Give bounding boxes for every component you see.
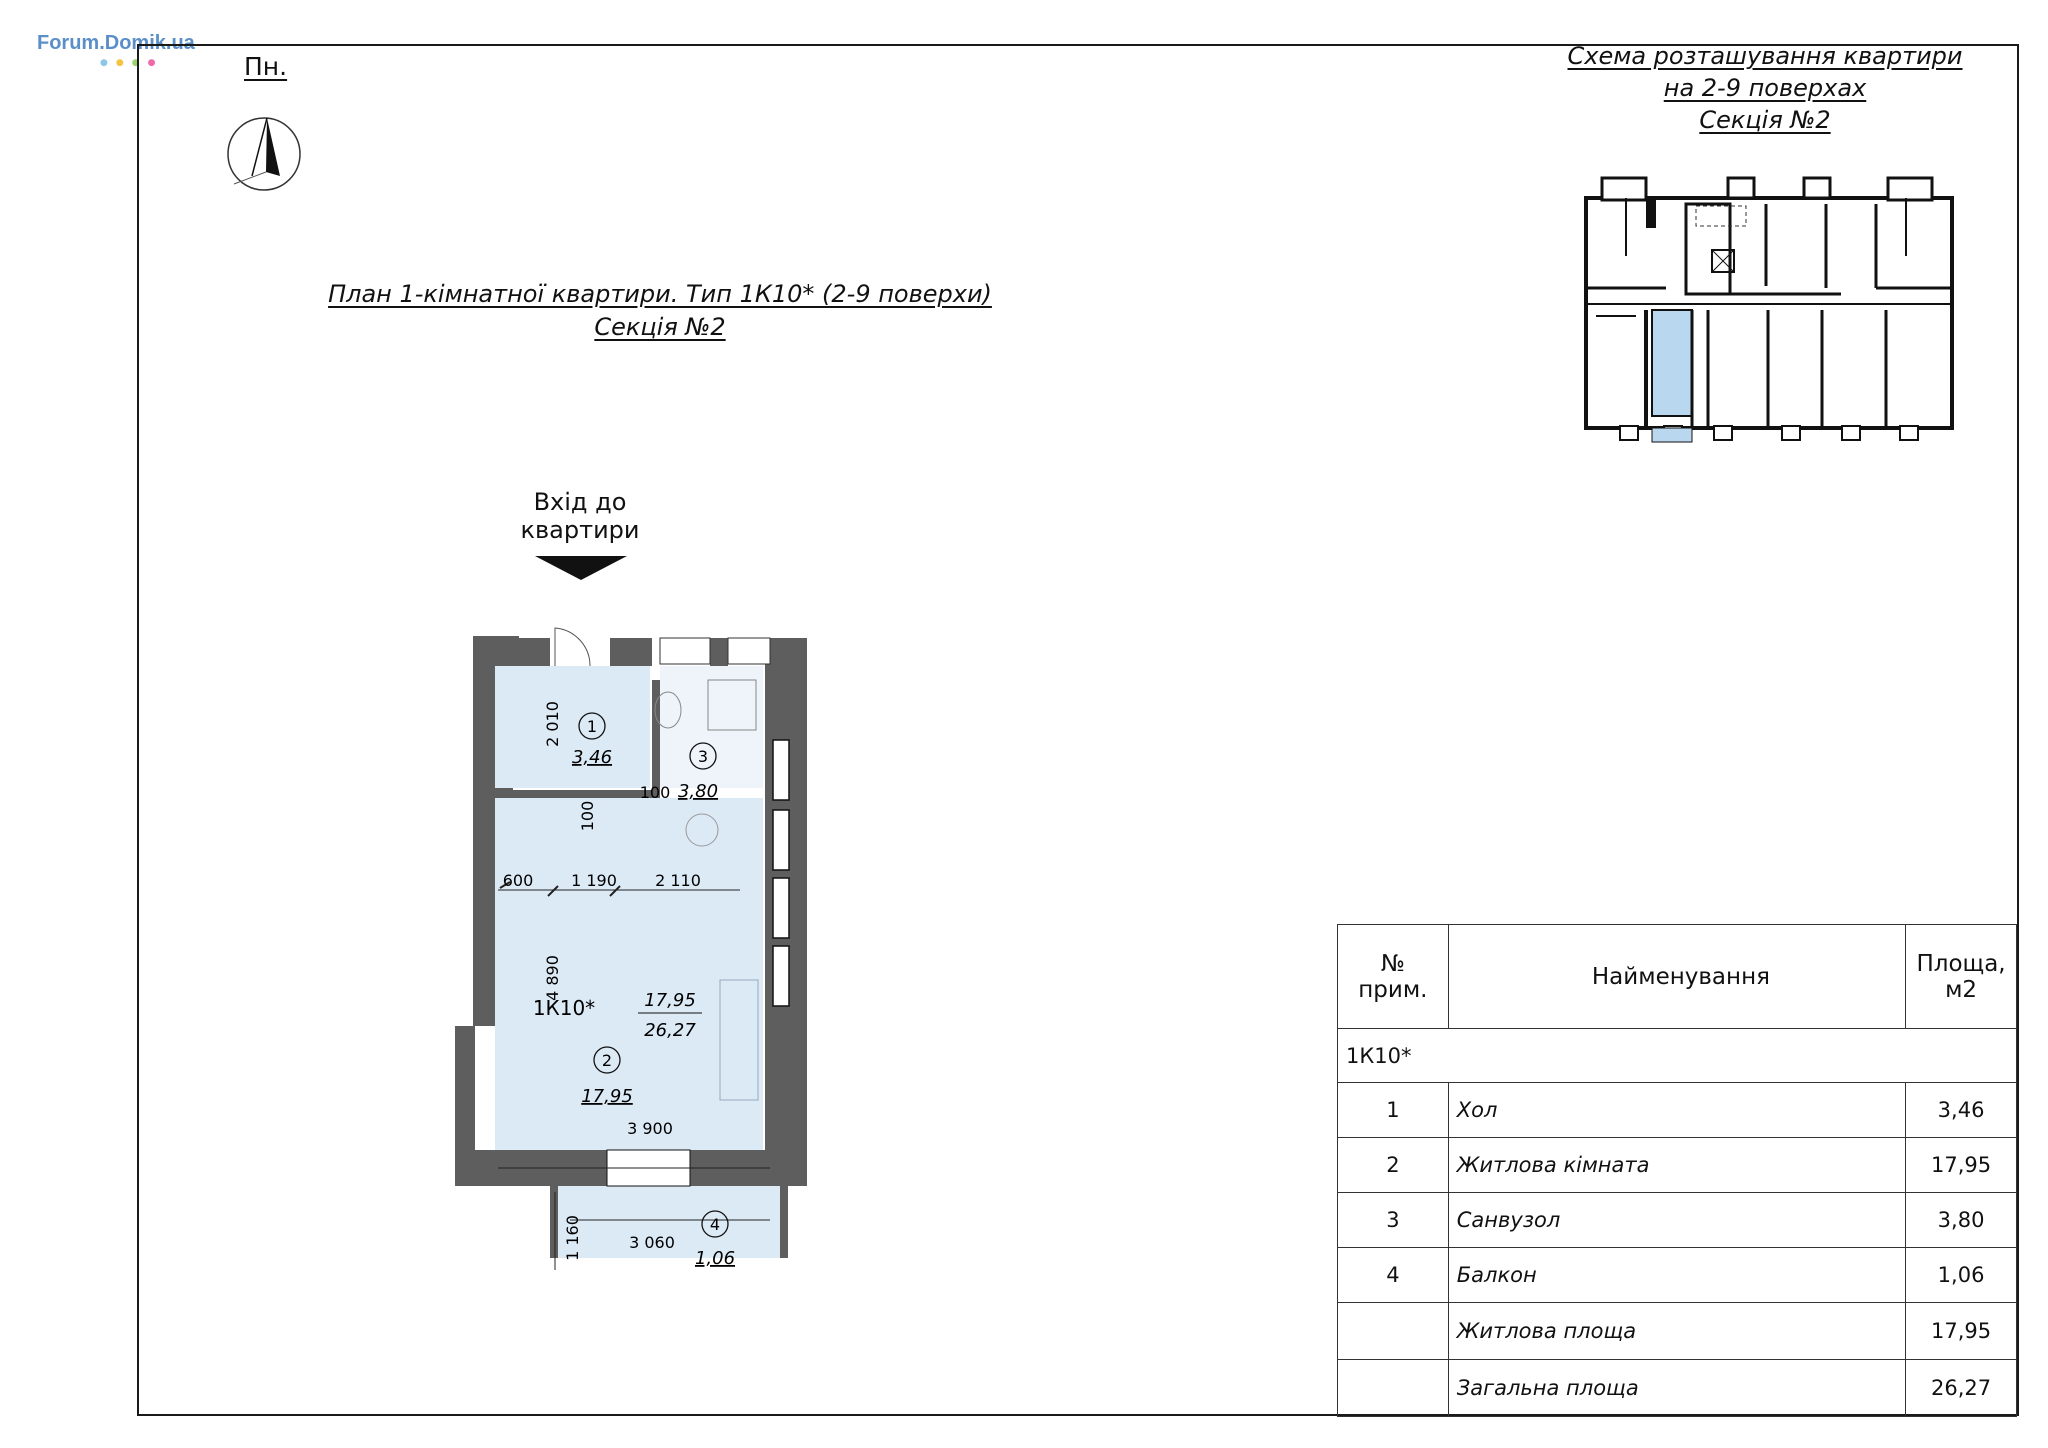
room-3-number: 3 — [698, 747, 708, 766]
room-4-number: 4 — [710, 1215, 720, 1234]
table-group-row: 1К10* — [1337, 1028, 2017, 1083]
room-2-number: 2 — [602, 1051, 612, 1070]
apartment-type-label: 1К10* — [533, 996, 595, 1020]
plan-title-1: План 1-кімнатної квартири. Тип 1К10* (2-… — [328, 280, 992, 308]
apartment-plan: 1 3 2 4 3,46 3,80 17,95 1,06 1К10* 17,95… — [455, 627, 807, 1270]
watermark: Forum.Domik.ua — [37, 32, 195, 54]
room-2-area: 17,95 — [581, 1086, 633, 1107]
floor-scheme — [1584, 176, 1954, 443]
dim-room-height: 4 890 — [543, 955, 562, 1001]
drawing-sheet — [137, 44, 2019, 1416]
apartment-living-area: 17,95 — [644, 990, 696, 1011]
room-4-area: 1,06 — [695, 1248, 735, 1269]
dim-partition-a: 100 — [640, 783, 671, 802]
entrance-arrow-icon — [535, 556, 627, 580]
room-2-fill — [495, 798, 763, 1150]
wall-top-left — [515, 638, 550, 666]
table-header-row: № прим. Найменування Площа, м2 — [1337, 924, 2017, 1029]
header-name: Найменування — [1447, 924, 1907, 1029]
total-living-value: 17,95 — [1905, 1302, 2017, 1360]
north-label: Пн. — [244, 52, 288, 81]
group-label: 1К10* — [1337, 1028, 2017, 1083]
dim-balcony-depth: 1 160 — [563, 1215, 582, 1261]
room-1-number: 1 — [587, 717, 597, 736]
dim-span-a: 1 190 — [571, 871, 617, 890]
room-1-area: 3,46 — [572, 747, 612, 768]
table-total-row: Житлова площа 17,95 — [1337, 1302, 2017, 1360]
room-1-fill — [495, 666, 650, 788]
table-row: 3 Санвузол 3,80 — [1337, 1192, 2017, 1248]
watermark-dots: ●●●● — [100, 58, 164, 68]
dim-partition-b: 100 — [578, 801, 597, 832]
plan-title-2: Секція №2 — [594, 313, 726, 341]
north-arrow-icon — [227, 117, 301, 191]
entrance-label-2: квартири — [520, 516, 640, 544]
dim-room-width: 3 900 — [627, 1119, 673, 1138]
dim-span-b: 2 110 — [655, 871, 701, 890]
header-number: № прим. — [1337, 924, 1449, 1029]
scheme-title-2: на 2-9 поверхах — [1663, 74, 1867, 102]
dim-wall-left: 600 — [503, 871, 534, 890]
room-3-area: 3,80 — [678, 781, 718, 802]
table-row: 4 Балкон 1,06 — [1337, 1247, 2017, 1303]
table-total-row: Загальна площа 26,27 — [1337, 1359, 2017, 1417]
entrance-label-1: Вхід до — [533, 488, 627, 516]
dim-hall-height: 2 010 — [543, 701, 562, 747]
partition — [652, 680, 660, 798]
apartment-total-area: 26,27 — [644, 1020, 696, 1041]
table-row: 1 Хол 3,46 — [1337, 1082, 2017, 1138]
explication-table: № прим. Найменування Площа, м2 1К10* 1 Х… — [1337, 924, 2017, 1417]
room-3-fill — [660, 666, 763, 788]
wall-step — [455, 1026, 475, 1186]
scheme-title-1: Схема розташування квартири — [1567, 42, 1963, 70]
total-area-label: Загальна площа — [1447, 1359, 1907, 1417]
dim-balcony-width: 3 060 — [629, 1233, 675, 1252]
total-area-value: 26,27 — [1905, 1359, 2017, 1417]
table-row: 2 Житлова кімната 17,95 — [1337, 1137, 2017, 1193]
wall-top-mid — [610, 638, 652, 666]
header-area: Площа, м2 — [1905, 924, 2017, 1029]
room-4-fill — [558, 1186, 780, 1258]
total-living-label: Житлова площа — [1447, 1302, 1907, 1360]
scheme-title-3: Секція №2 — [1699, 106, 1831, 134]
